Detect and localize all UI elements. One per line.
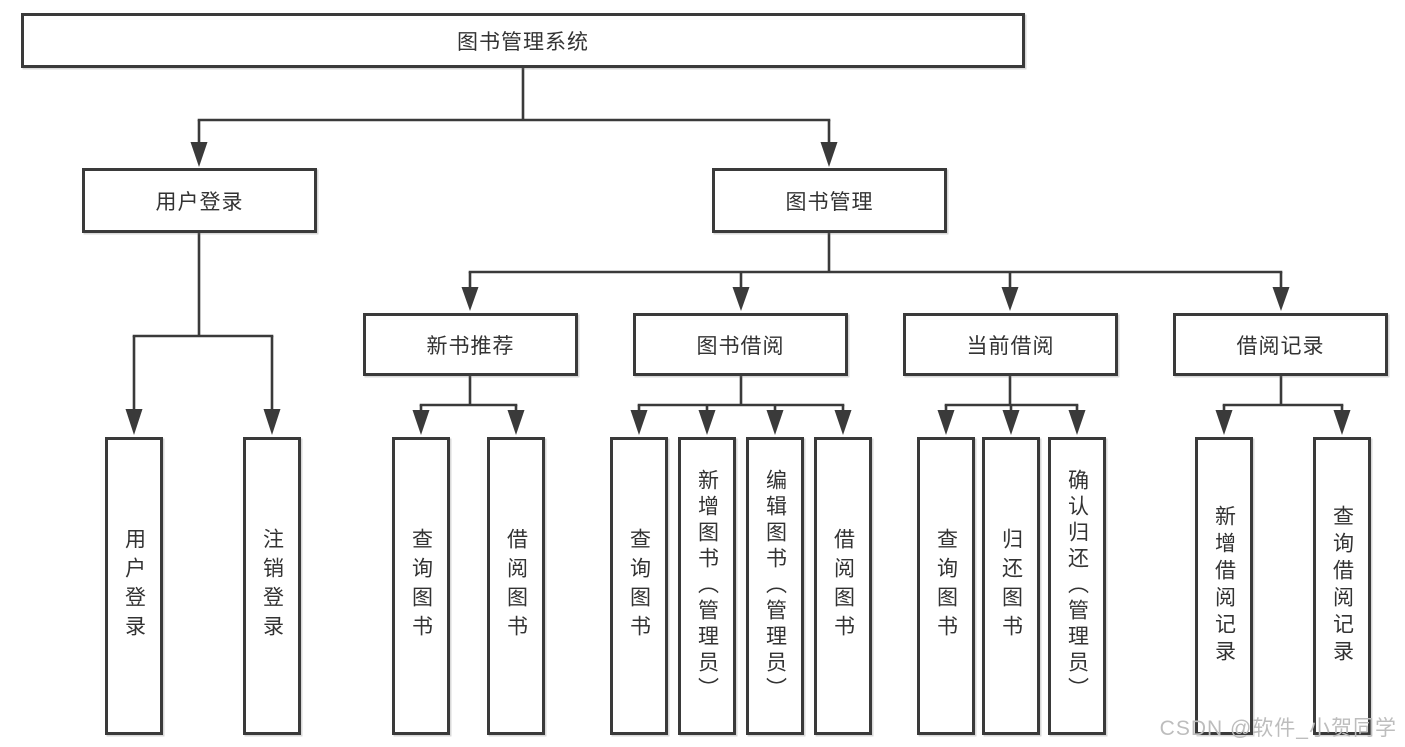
leaf-logout-label: 注销登录	[260, 528, 284, 644]
leaf-bb-borrow-books: 借阅图书	[814, 437, 872, 735]
node-user-login-label: 用户登录	[155, 190, 244, 214]
edge-book-borrow-to-leaves	[630, 376, 852, 435]
leaf-nbr-borrow-books: 借阅图书	[487, 437, 545, 735]
node-book-mgmt-label: 图书管理	[785, 190, 874, 214]
node-current-borrow-label: 当前借阅	[966, 334, 1055, 358]
leaf-cb-query-books-label: 查询图书	[934, 528, 958, 644]
leaf-user-login: 用户登录	[105, 437, 163, 735]
edge-user-login-to-leaves	[125, 233, 281, 435]
leaf-nbr-query-books: 查询图书	[392, 437, 450, 735]
node-root: 图书管理系统	[21, 13, 1025, 68]
node-new-book-rec-label: 新书推荐	[426, 334, 515, 358]
leaf-bb-edit-books-label: 编辑图书（管理员）	[763, 469, 787, 703]
node-user-login: 用户登录	[82, 168, 317, 233]
edge-current-borrow-to-leaves	[937, 376, 1086, 435]
leaf-user-login-label: 用户登录	[122, 528, 146, 644]
leaf-br-query-record: 查询借阅记录	[1313, 437, 1371, 735]
node-root-label: 图书管理系统	[457, 30, 589, 54]
edge-new-book-rec-to-leaves	[412, 376, 525, 435]
leaf-bb-add-books: 新增图书（管理员）	[678, 437, 736, 735]
node-book-borrow-label: 图书借阅	[696, 334, 785, 358]
leaf-cb-return-books: 归还图书	[982, 437, 1040, 735]
leaf-br-query-record-label: 查询借阅记录	[1330, 505, 1354, 667]
node-current-borrow: 当前借阅	[903, 313, 1118, 376]
leaf-bb-add-books-label: 新增图书（管理员）	[695, 469, 719, 703]
leaf-nbr-query-books-label: 查询图书	[409, 528, 433, 644]
leaf-br-add-record: 新增借阅记录	[1195, 437, 1253, 735]
leaf-cb-confirm-return: 确认归还（管理员）	[1048, 437, 1106, 735]
node-borrow-record-label: 借阅记录	[1236, 334, 1325, 358]
csdn-watermark: CSDN @软件_小贺同学	[1159, 717, 1397, 740]
leaf-logout: 注销登录	[243, 437, 301, 735]
leaf-bb-borrow-books-label: 借阅图书	[831, 528, 855, 644]
node-new-book-rec: 新书推荐	[363, 313, 578, 376]
leaf-bb-query-books-label: 查询图书	[627, 528, 651, 644]
leaf-cb-return-books-label: 归还图书	[999, 528, 1023, 644]
node-book-mgmt: 图书管理	[712, 168, 947, 233]
leaf-cb-confirm-return-label: 确认归还（管理员）	[1065, 469, 1089, 703]
leaf-cb-query-books: 查询图书	[917, 437, 975, 735]
leaf-bb-edit-books: 编辑图书（管理员）	[746, 437, 804, 735]
leaf-bb-query-books: 查询图书	[610, 437, 668, 735]
edge-book-mgmt-to-level3	[461, 233, 1290, 311]
node-borrow-record: 借阅记录	[1173, 313, 1388, 376]
edge-root-to-level2	[190, 68, 838, 167]
node-book-borrow: 图书借阅	[633, 313, 848, 376]
leaf-nbr-borrow-books-label: 借阅图书	[504, 528, 528, 644]
leaf-br-add-record-label: 新增借阅记录	[1212, 505, 1236, 667]
edge-borrow-record-to-leaves	[1215, 376, 1351, 435]
